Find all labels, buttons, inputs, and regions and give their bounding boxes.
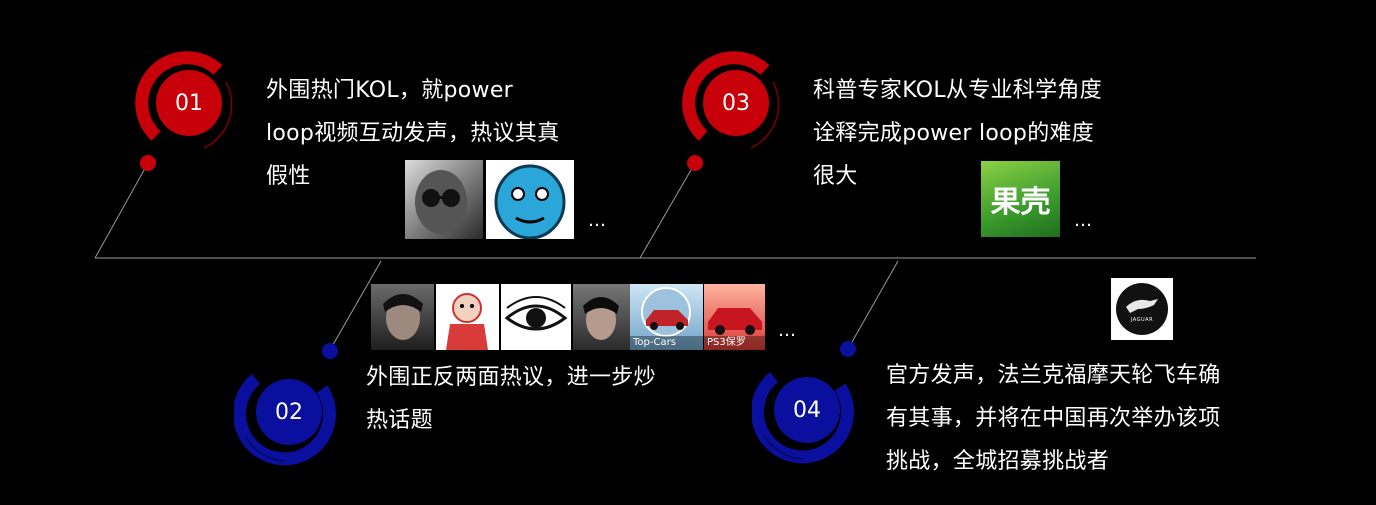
badge-01: 01 (134, 48, 244, 158)
badge-02: 02 (234, 357, 344, 467)
badge-ring (752, 371, 854, 464)
item-04-line-1: 官方发声，法兰克福摩天轮飞车确 (886, 363, 1221, 388)
item-02-text: 外围正反两面热议，进一步炒 热话题 (366, 356, 656, 442)
connector-04 (847, 260, 899, 350)
kol-avatar-topcars: Top-Cars (630, 284, 703, 350)
dot-04 (840, 341, 856, 357)
dot-01 (140, 155, 156, 171)
item-03-line-2: 诠释完成power loop的难度 (813, 121, 1095, 146)
badge-ring (234, 373, 336, 466)
kol-avatar-ps3: PS3保罗 (704, 284, 765, 350)
badge-number: 03 (722, 90, 750, 116)
badge-number: 04 (793, 397, 821, 423)
kol-avatar-1 (405, 160, 483, 239)
more-ellipsis-02: … (778, 320, 796, 341)
connector-02 (329, 260, 382, 351)
kol-avatar-6 (573, 284, 630, 350)
dot-02 (322, 343, 338, 359)
item-03-line-1: 科普专家KOL从专业科学角度 (813, 78, 1102, 103)
guoke-logo-text: 果壳 (990, 185, 1051, 220)
kol-avatar-3 (371, 284, 434, 350)
more-ellipsis-01: … (588, 210, 606, 231)
badge-03: 03 (681, 48, 791, 158)
badge-number: 01 (175, 90, 203, 116)
connector-03 (639, 162, 696, 259)
item-01-line-1: 外围热门KOL，就power (266, 78, 513, 103)
dot-03 (687, 155, 703, 171)
connector-01 (94, 162, 149, 259)
item-01-line-3: 假性 (266, 164, 311, 189)
item-03-line-3: 很大 (813, 164, 858, 189)
kol-avatar-5 (501, 284, 571, 350)
item-02-line-2: 热话题 (366, 408, 433, 433)
badge-ring (682, 51, 780, 149)
badge-number: 02 (275, 399, 303, 425)
item-04-line-2: 有其事，并将在中国再次举办该项 (886, 406, 1221, 431)
item-02-line-1: 外围正反两面热议，进一步炒 (366, 365, 656, 390)
badge-04: 04 (752, 355, 862, 465)
kol-avatar-4 (436, 284, 499, 350)
ps3-caption: PS3保罗 (704, 336, 765, 350)
item-04-line-3: 挑战，全城招募挑战者 (886, 449, 1110, 474)
item-01-text: 外围热门KOL，就power loop视频互动发声，热议其真 假性 (266, 69, 560, 198)
more-ellipsis-03: … (1074, 210, 1092, 231)
kol-avatar-2 (486, 160, 574, 239)
jaguar-wordmark: JAGUAR (1130, 317, 1154, 323)
item-04-text: 官方发声，法兰克福摩天轮飞车确 有其事，并将在中国再次举办该项 挑战，全城招募挑… (886, 354, 1221, 483)
item-03-text: 科普专家KOL从专业科学角度 诠释完成power loop的难度 很大 (813, 69, 1102, 198)
guoke-logo: 果壳 (981, 161, 1060, 237)
jaguar-logo: JAGUAR (1111, 278, 1173, 340)
item-01-line-2: loop视频互动发声，热议其真 (266, 121, 560, 146)
topcars-caption: Top-Cars (630, 336, 703, 350)
badge-ring (135, 51, 233, 149)
